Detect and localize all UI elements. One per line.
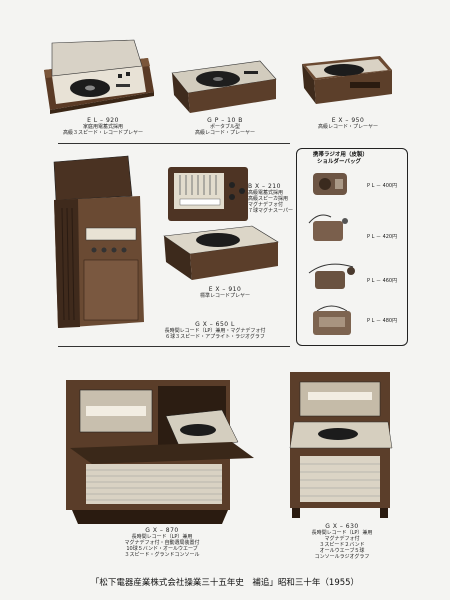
pl420-bag-image <box>308 214 348 241</box>
gx870-caption: G X – 870 長時間レコード（LP）兼用 マグナデフォ付・自動選局装置付 … <box>124 527 200 559</box>
divider-row1 <box>58 143 290 144</box>
shoulder-bag-panel: 携帯ラジオ用（皮製） ショルダーバッグ P L － 400円 P L － 420… <box>296 148 408 346</box>
pl420-label: P L － 420円 <box>367 234 398 240</box>
divider-row2 <box>58 346 290 347</box>
gx630-caption: G X – 630 長時間レコード（LP）兼用 マグナデフォ付 ３スピード２バン… <box>311 523 373 561</box>
ex910-caption: E X – 910 標準レコードプレヤー <box>199 286 250 300</box>
ex910-record-player-image <box>163 225 279 280</box>
gx650l-radiogram-image <box>53 155 144 328</box>
pl400-label: P L － 400円 <box>367 183 398 189</box>
pl480-label: P L － 480円 <box>367 318 398 324</box>
bx210-table-radio-image <box>168 167 248 221</box>
gx630-console-image <box>289 372 393 518</box>
source-footer: 「松下電器産業株式会社操業三十五年史 補追」昭和三十年（1955） <box>90 578 360 588</box>
pl480-bag-image <box>313 305 351 335</box>
gx870-console-image <box>66 380 254 524</box>
gx650l-caption: G X – 650 L 長時間レコード（LP）兼用・マグナデフォ付 ６球３スピー… <box>164 321 266 341</box>
ex950-record-player-image <box>302 56 392 104</box>
pl400-bag-image <box>313 173 347 195</box>
gp10b-portable-player-image <box>171 60 277 113</box>
bx210-caption: B X – 210 高級電蓄式採用 高級スピーカ採用 マグナデフォ付 ７球マグナ… <box>248 183 293 215</box>
pl460-bag-image <box>308 263 355 289</box>
ex950-caption: E X – 950 高級レコード・プレーヤー <box>317 117 378 131</box>
pl460-label: P L － 460円 <box>367 278 398 284</box>
shoulder-bag-title: 携帯ラジオ用（皮製） ショルダーバッグ <box>313 152 368 165</box>
el920-caption: E L – 920 家庭用電蓄式採用 高級３スピード・レコードプレヤー <box>62 117 143 137</box>
gp10b-caption: G P – 10 B ポータブル型 高級レコード・プレーヤー <box>194 117 255 137</box>
el920-record-player-image <box>44 39 154 114</box>
